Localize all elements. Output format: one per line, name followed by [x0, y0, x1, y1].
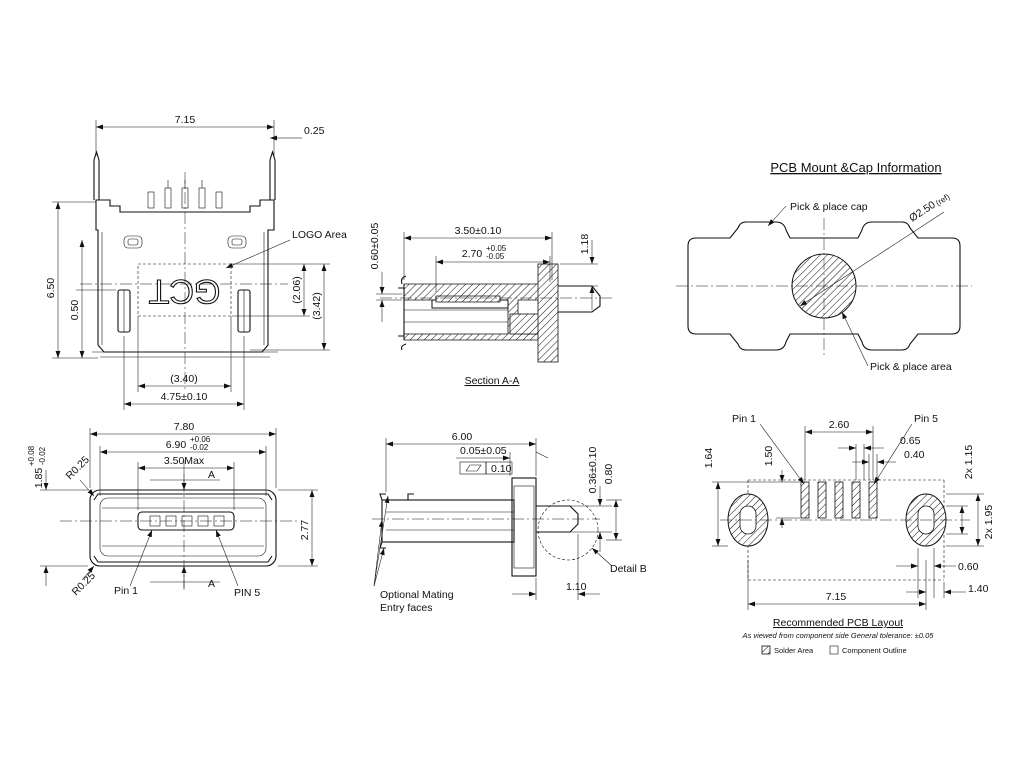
dim-side-v1: 0.36±0.10: [587, 447, 599, 494]
dim-offset: 0.50: [69, 300, 81, 321]
dim-side-l1: 6.00: [452, 431, 473, 443]
layout-p1: 2.60: [829, 419, 850, 431]
dim-front-w3: 3.50Max: [164, 455, 205, 467]
layout-v1: 1.64: [703, 448, 715, 469]
layout-v3: 2x 1.15: [963, 445, 975, 480]
logo-text: GCT: [149, 272, 221, 310]
layout-p3: 0.40: [904, 449, 925, 461]
legend-solder-swatch: [761, 645, 771, 655]
dim-side-thickness: 0.25: [304, 125, 325, 137]
dim-side-v2: 0.80: [603, 464, 615, 485]
legend-solder: Solder Area: [774, 646, 814, 655]
logo-area-label: LOGO Area: [292, 229, 347, 241]
side-view: Detail B 6.00 0.05±0.05 0.10 0.36±0.10 0…: [372, 431, 647, 614]
dim-front-w2-sup: +0.06: [190, 435, 211, 444]
cap-label: Pick & place cap: [790, 201, 868, 213]
dia-main: Ø2.50: [907, 199, 938, 225]
top-view: GCT 7.15 0.25 6.50 0.50 (2.06) (3.42): [45, 114, 347, 410]
front-pin1-label: Pin 1: [114, 585, 138, 597]
dim-side-l2: 0.05±0.05: [460, 445, 507, 457]
legend-outline: Component Outline: [842, 646, 907, 655]
layout-p2: 0.65: [900, 435, 921, 447]
pcb-mount-cap: PCB Mount &Cap Information Ø2.50 (ref) P…: [676, 160, 972, 373]
detail-b-label: Detail B: [610, 563, 647, 575]
dim-overall-width: 7.15: [175, 114, 196, 126]
front-pin5-label: PIN 5: [234, 587, 260, 599]
pcb-mount-title: PCB Mount &Cap Information: [770, 160, 941, 175]
top-pins: [147, 180, 223, 209]
mating-label-2: Entry faces: [380, 602, 433, 614]
dim-logo-h2: (3.42): [311, 292, 323, 319]
pcb-layout: Pin 1 Pin 5 2.60 0.65 0.40 1.64 1.50 2x …: [703, 413, 995, 655]
logo-area: [137, 263, 232, 317]
layout-v4: 2x 1.95: [983, 505, 995, 540]
section-view: 3.50±0.10 2.70 +0.05 -0.05 0.60±0.05 1.1…: [369, 223, 612, 387]
dim-front-w2-sub: -0.02: [190, 443, 209, 452]
dim-section-d2: 2.70: [462, 248, 483, 260]
layout-subtitle: As viewed from component side General to…: [742, 631, 935, 640]
dia-ref: (ref): [934, 192, 951, 208]
flatness-value: 0.10: [491, 463, 512, 475]
layout-pin5: Pin 5: [914, 413, 938, 425]
dim-front-h1-sup: +0.08: [27, 445, 36, 466]
dim-section-d3: 0.60±0.05: [369, 223, 381, 270]
dim-pitch-w: 4.75±0.10: [161, 391, 208, 403]
dim-front-w1: 7.80: [174, 421, 195, 433]
layout-pin1: Pin 1: [732, 413, 756, 425]
layout-v2: 1.50: [763, 446, 775, 467]
legend-outline-swatch: [829, 645, 839, 655]
dim-section-d4: 1.18: [579, 234, 591, 255]
layout-h2: 1.40: [968, 583, 989, 595]
layout-w1: 7.15: [826, 591, 847, 603]
dim-logo-h1: (2.06): [291, 276, 303, 303]
svg-text:2.70: 2.70: [462, 248, 483, 260]
dim-height: 6.50: [45, 278, 57, 299]
dim-front-h2: 2.77: [299, 520, 311, 541]
dim-section-d2-sup: +0.05: [486, 244, 507, 253]
radius-bottom: R0.25: [70, 570, 98, 598]
layout-h1: 0.60: [958, 561, 979, 573]
dim-front-w2: 6.90: [166, 439, 187, 451]
layout-title: Recommended PCB Layout: [773, 617, 903, 629]
section-cut-a-top: A: [208, 469, 215, 481]
section-caption: Section A-A: [465, 375, 520, 387]
mating-label-1: Optional Mating: [380, 589, 454, 601]
dim-front-h1: 1.85: [33, 468, 45, 489]
dim-section-d2-sub: -0.05: [486, 252, 505, 261]
dim-front-h1-sub: -0.02: [38, 446, 47, 465]
dim-side-l3: 1.10: [566, 581, 587, 593]
front-view: A A 7.80 6.90 +0.06 -0.02 3.50Max 1.85 +…: [27, 421, 318, 599]
dim-logo-w: (3.40): [170, 373, 197, 385]
signal-pads: [800, 481, 878, 519]
section-cut-a-bottom: A: [208, 578, 215, 590]
radius-top: R0.25: [64, 454, 92, 482]
area-label: Pick & place area: [870, 361, 952, 373]
dim-section-d1: 3.50±0.10: [455, 225, 502, 237]
